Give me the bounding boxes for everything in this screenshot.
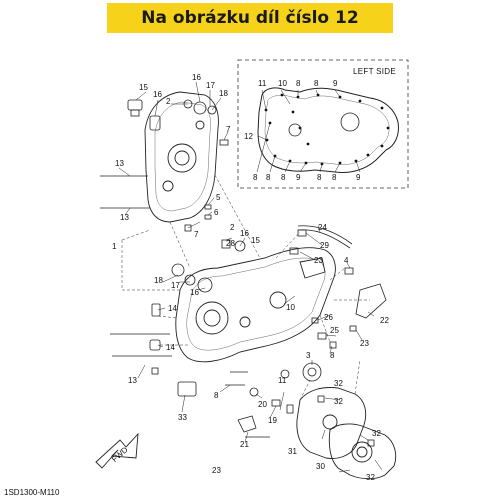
gasket-outline (257, 87, 399, 173)
callout-32: 32 (366, 473, 375, 482)
callout-8-f: 8 (317, 173, 322, 182)
callout-9-b: 9 (296, 173, 301, 182)
callout-10-b: 10 (286, 303, 295, 312)
callout-18-b: 18 (154, 276, 163, 285)
callout-13-c: 13 (128, 376, 137, 385)
callout-9-c: 9 (356, 173, 361, 182)
leader-lines (118, 81, 383, 473)
title-banner: Na obrázku díl číslo 12 (107, 3, 393, 33)
callout-9-a: 9 (333, 79, 338, 88)
callout-23-a: 23 (212, 466, 221, 475)
callout-10: 10 (278, 79, 287, 88)
callout-8-e: 8 (281, 173, 286, 182)
callout-30: 31 (288, 447, 297, 456)
callout-8-h: 8 (214, 391, 219, 400)
callout-2-b: 2 (230, 223, 235, 232)
callout-numbers: 11 10 8 8 9 12 8 8 8 9 8 8 9 15 16 2 16 … (112, 73, 389, 482)
callout-1: 1 (112, 242, 117, 251)
callout-8-d: 8 (266, 173, 271, 182)
callout-14-b: 14 (166, 343, 175, 352)
callout-13-a: 13 (115, 159, 124, 168)
callout-15-b: 15 (251, 236, 260, 245)
callout-12: 12 (244, 132, 253, 141)
callout-4: 4 (344, 256, 349, 265)
callout-17-a: 17 (206, 81, 215, 90)
callout-31-c: 32 (372, 429, 381, 438)
callout-8-b: 8 (314, 79, 319, 88)
callout-5: 5 (216, 193, 221, 202)
callout-14-a: 14 (168, 304, 177, 313)
callout-8-a: 8 (296, 79, 301, 88)
callout-16-b: 16 (192, 73, 201, 82)
callout-23-b: 23 (360, 339, 369, 348)
callout-33: 33 (178, 413, 187, 422)
callout-29: 30 (316, 462, 325, 471)
callout-16-d: 16 (190, 288, 199, 297)
callout-8-c: 8 (253, 173, 258, 182)
callout-25: 25 (330, 326, 339, 335)
callout-8-i: 8 (330, 351, 335, 360)
crankcase-left-half (175, 247, 336, 363)
fwd-label: FWD (110, 445, 130, 464)
callout-11-inset: 11 (258, 79, 267, 88)
callout-27: 28 (226, 239, 235, 248)
callout-23-c: 23 (314, 256, 323, 265)
callout-19: 19 (268, 416, 277, 425)
diagram-code: 1SD1300-M110 (4, 488, 60, 497)
callout-16-a: 16 (153, 90, 162, 99)
title-text: Na obrázku díl číslo 12 (141, 8, 359, 28)
fwd-arrow: FWD (95, 432, 139, 469)
alignment-lines (121, 174, 370, 401)
callout-3: 3 (306, 351, 311, 360)
callout-8-g: 8 (332, 173, 337, 182)
callout-15-a: 15 (139, 83, 148, 92)
crankcase-cover (296, 387, 397, 480)
callout-18-a: 18 (219, 89, 228, 98)
callout-22: 22 (380, 316, 389, 325)
small-parts (100, 99, 387, 447)
callout-11: 11 (278, 376, 287, 385)
callout-21: 21 (240, 440, 249, 449)
callout-26: 26 (324, 313, 333, 322)
left-side-inset: LEFT SIDE (237, 59, 409, 189)
inset-label: LEFT SIDE (353, 67, 396, 76)
callout-31-a: 32 (334, 379, 343, 388)
callout-6: 6 (214, 208, 219, 217)
callout-28: 29 (320, 241, 329, 250)
callout-16-c: 16 (240, 229, 249, 238)
callout-7-a: 7 (226, 125, 231, 134)
callout-20: 20 (258, 400, 267, 409)
callout-2-a: 2 (166, 97, 171, 106)
callout-31-b: 32 (334, 397, 343, 406)
callout-13-b: 13 (120, 213, 129, 222)
callout-7-b: 7 (194, 230, 199, 239)
callout-24: 24 (318, 223, 327, 232)
callout-17-b: 17 (171, 281, 180, 290)
